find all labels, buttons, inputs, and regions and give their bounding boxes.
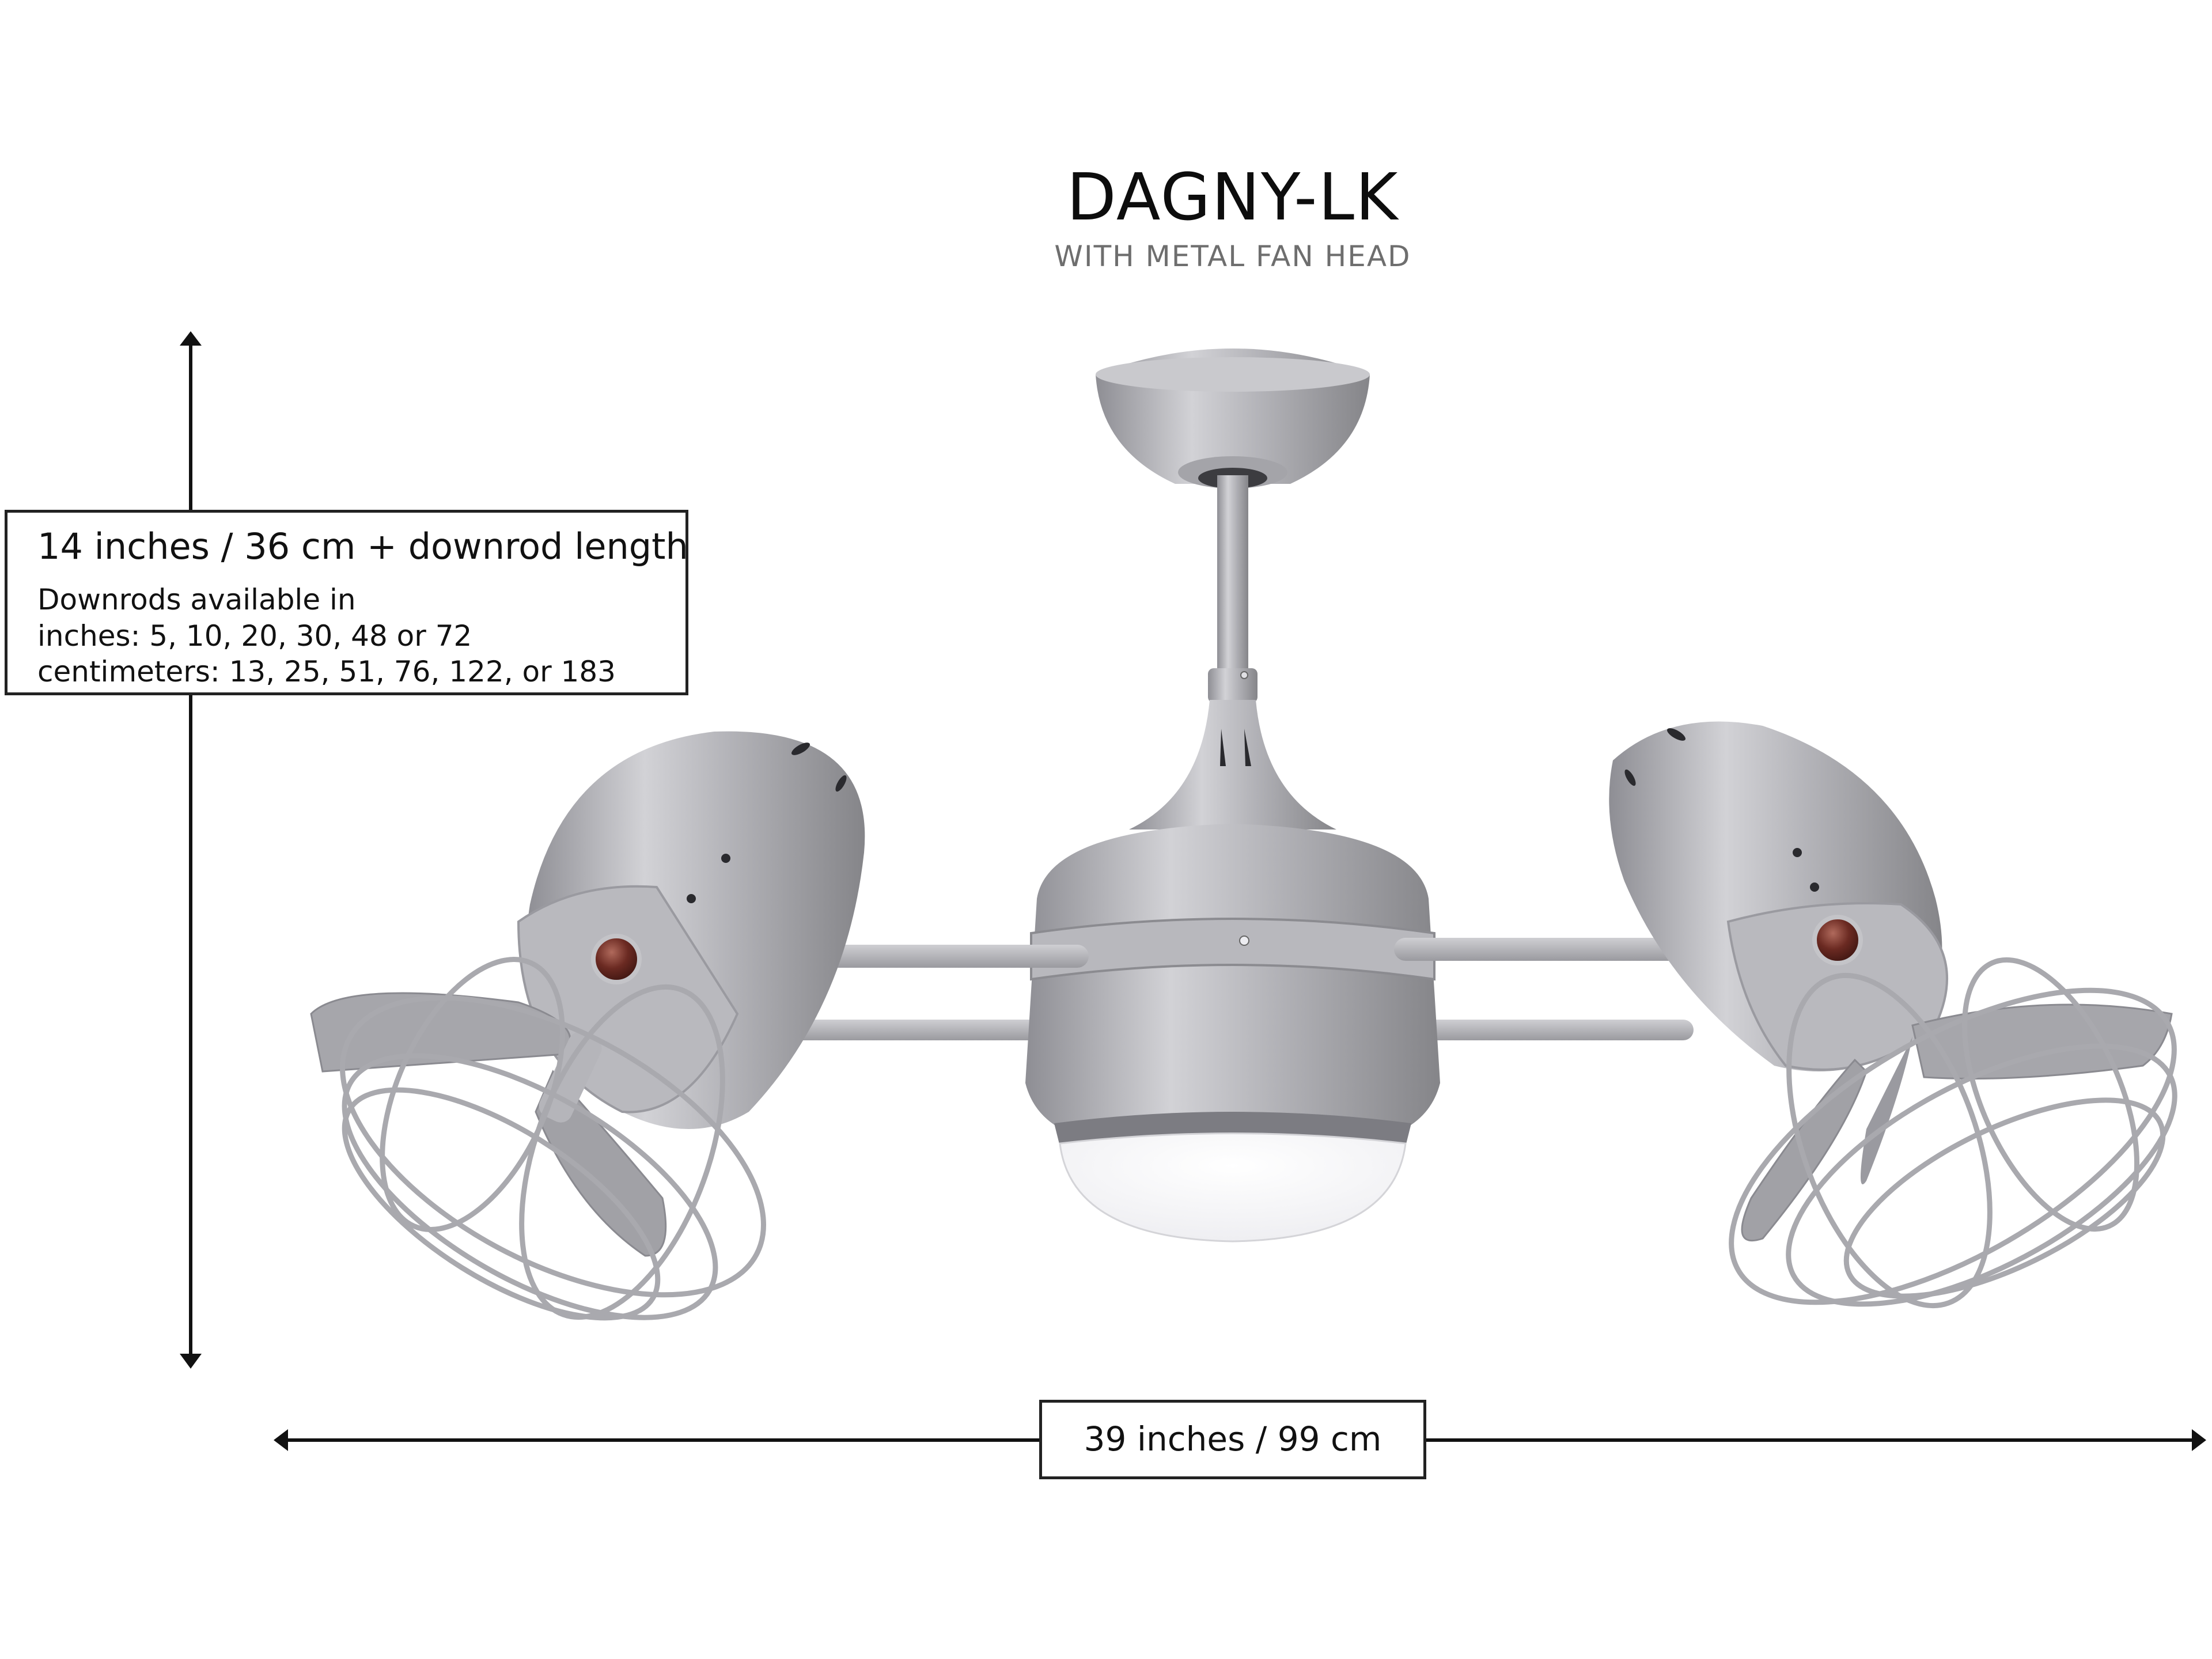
width-dimension-box: 39 inches / 99 cm <box>1039 1400 1426 1479</box>
right-tilt-knob <box>1812 915 1863 965</box>
arrow-up-icon <box>180 331 202 346</box>
height-dimension-arrow <box>180 331 202 1369</box>
canopy <box>1096 349 1370 488</box>
height-dimension-box: 14 inches / 36 cm + downrod length Downr… <box>5 510 688 695</box>
width-dimension-label: 39 inches / 99 cm <box>1084 1419 1382 1459</box>
left-tilt-knob <box>591 934 642 984</box>
product-title: DAGNY-LK <box>1066 160 1399 235</box>
arrow-down-icon <box>180 1354 202 1369</box>
arrow-left-icon <box>274 1429 288 1451</box>
right-fan-head <box>1609 721 2177 1309</box>
left-fan-head <box>310 731 865 1321</box>
downrod-centimeters-options: centimeters: 13, 25, 51, 76, 122, or 183 <box>37 655 616 689</box>
light-kit-glass <box>1059 1132 1407 1243</box>
downrod-inches-options: inches: 5, 10, 20, 30, 48 or 72 <box>37 619 472 653</box>
arrow-right-icon <box>2192 1429 2206 1451</box>
motor-housing <box>1025 824 1440 1146</box>
downrod-note-heading: Downrods available in <box>37 583 356 617</box>
height-dimension-label: 14 inches / 36 cm + downrod length <box>37 525 688 567</box>
product-subtitle: WITH METAL FAN HEAD <box>1054 240 1411 273</box>
downrod <box>1217 475 1248 671</box>
